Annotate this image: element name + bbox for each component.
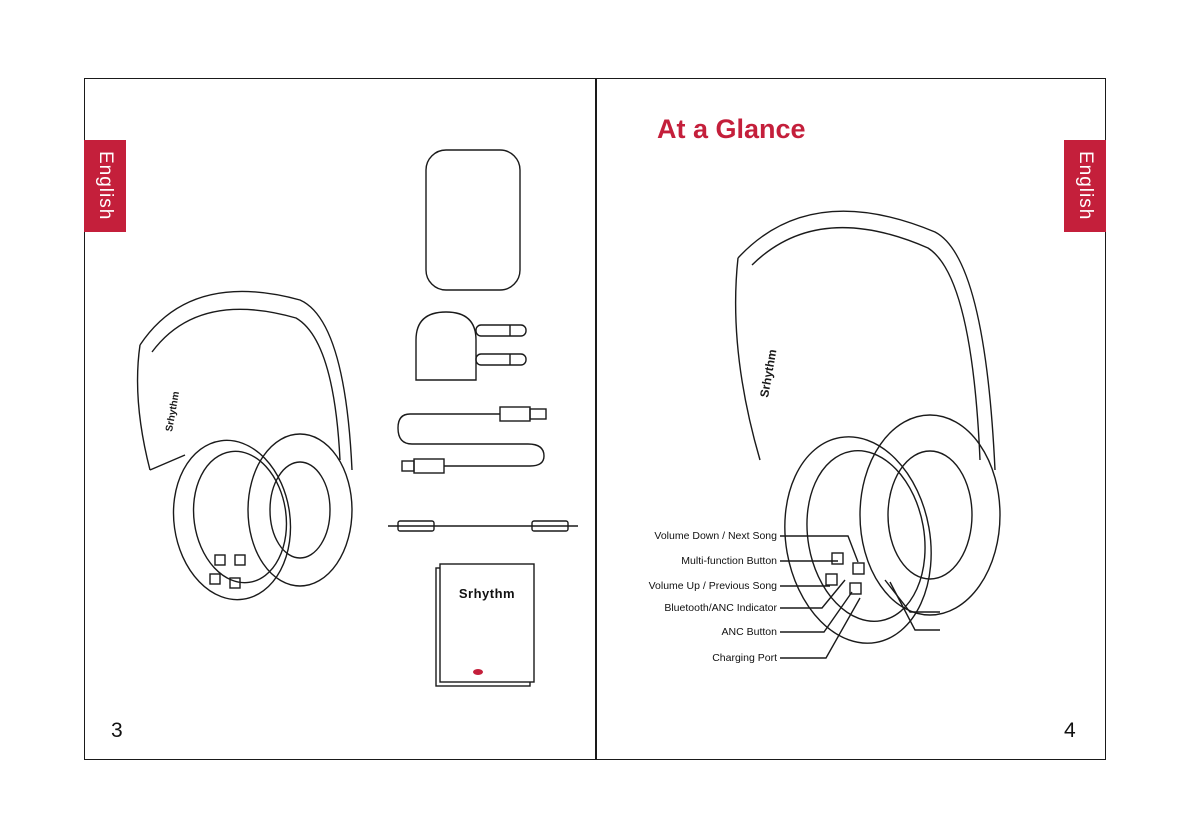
callout-anc-button: ANC Button [617,626,777,638]
usb-cable-icon [398,407,546,473]
headphone-brand-left: Srhythm [164,391,182,433]
callout-volume-down: Volume Down / Next Song [617,530,777,542]
charger-adapter-icon [416,312,526,380]
callout-charging-port: Charging Port [617,652,777,664]
manual-booklet-icon [436,564,534,686]
callout-multifunction: Multi-function Button [617,555,777,567]
callout-leaders [780,536,940,658]
carrying-case-icon [426,150,520,290]
booklet-brand: Srhythm [440,586,534,601]
headphone-brand-right: Srhythm [757,348,779,398]
audio-cable-icon [388,521,578,531]
headphones-left-icon [138,291,352,607]
callout-indicator: Bluetooth/ANC Indicator [617,602,777,614]
callout-volume-up: Volume Up / Previous Song [617,580,777,592]
